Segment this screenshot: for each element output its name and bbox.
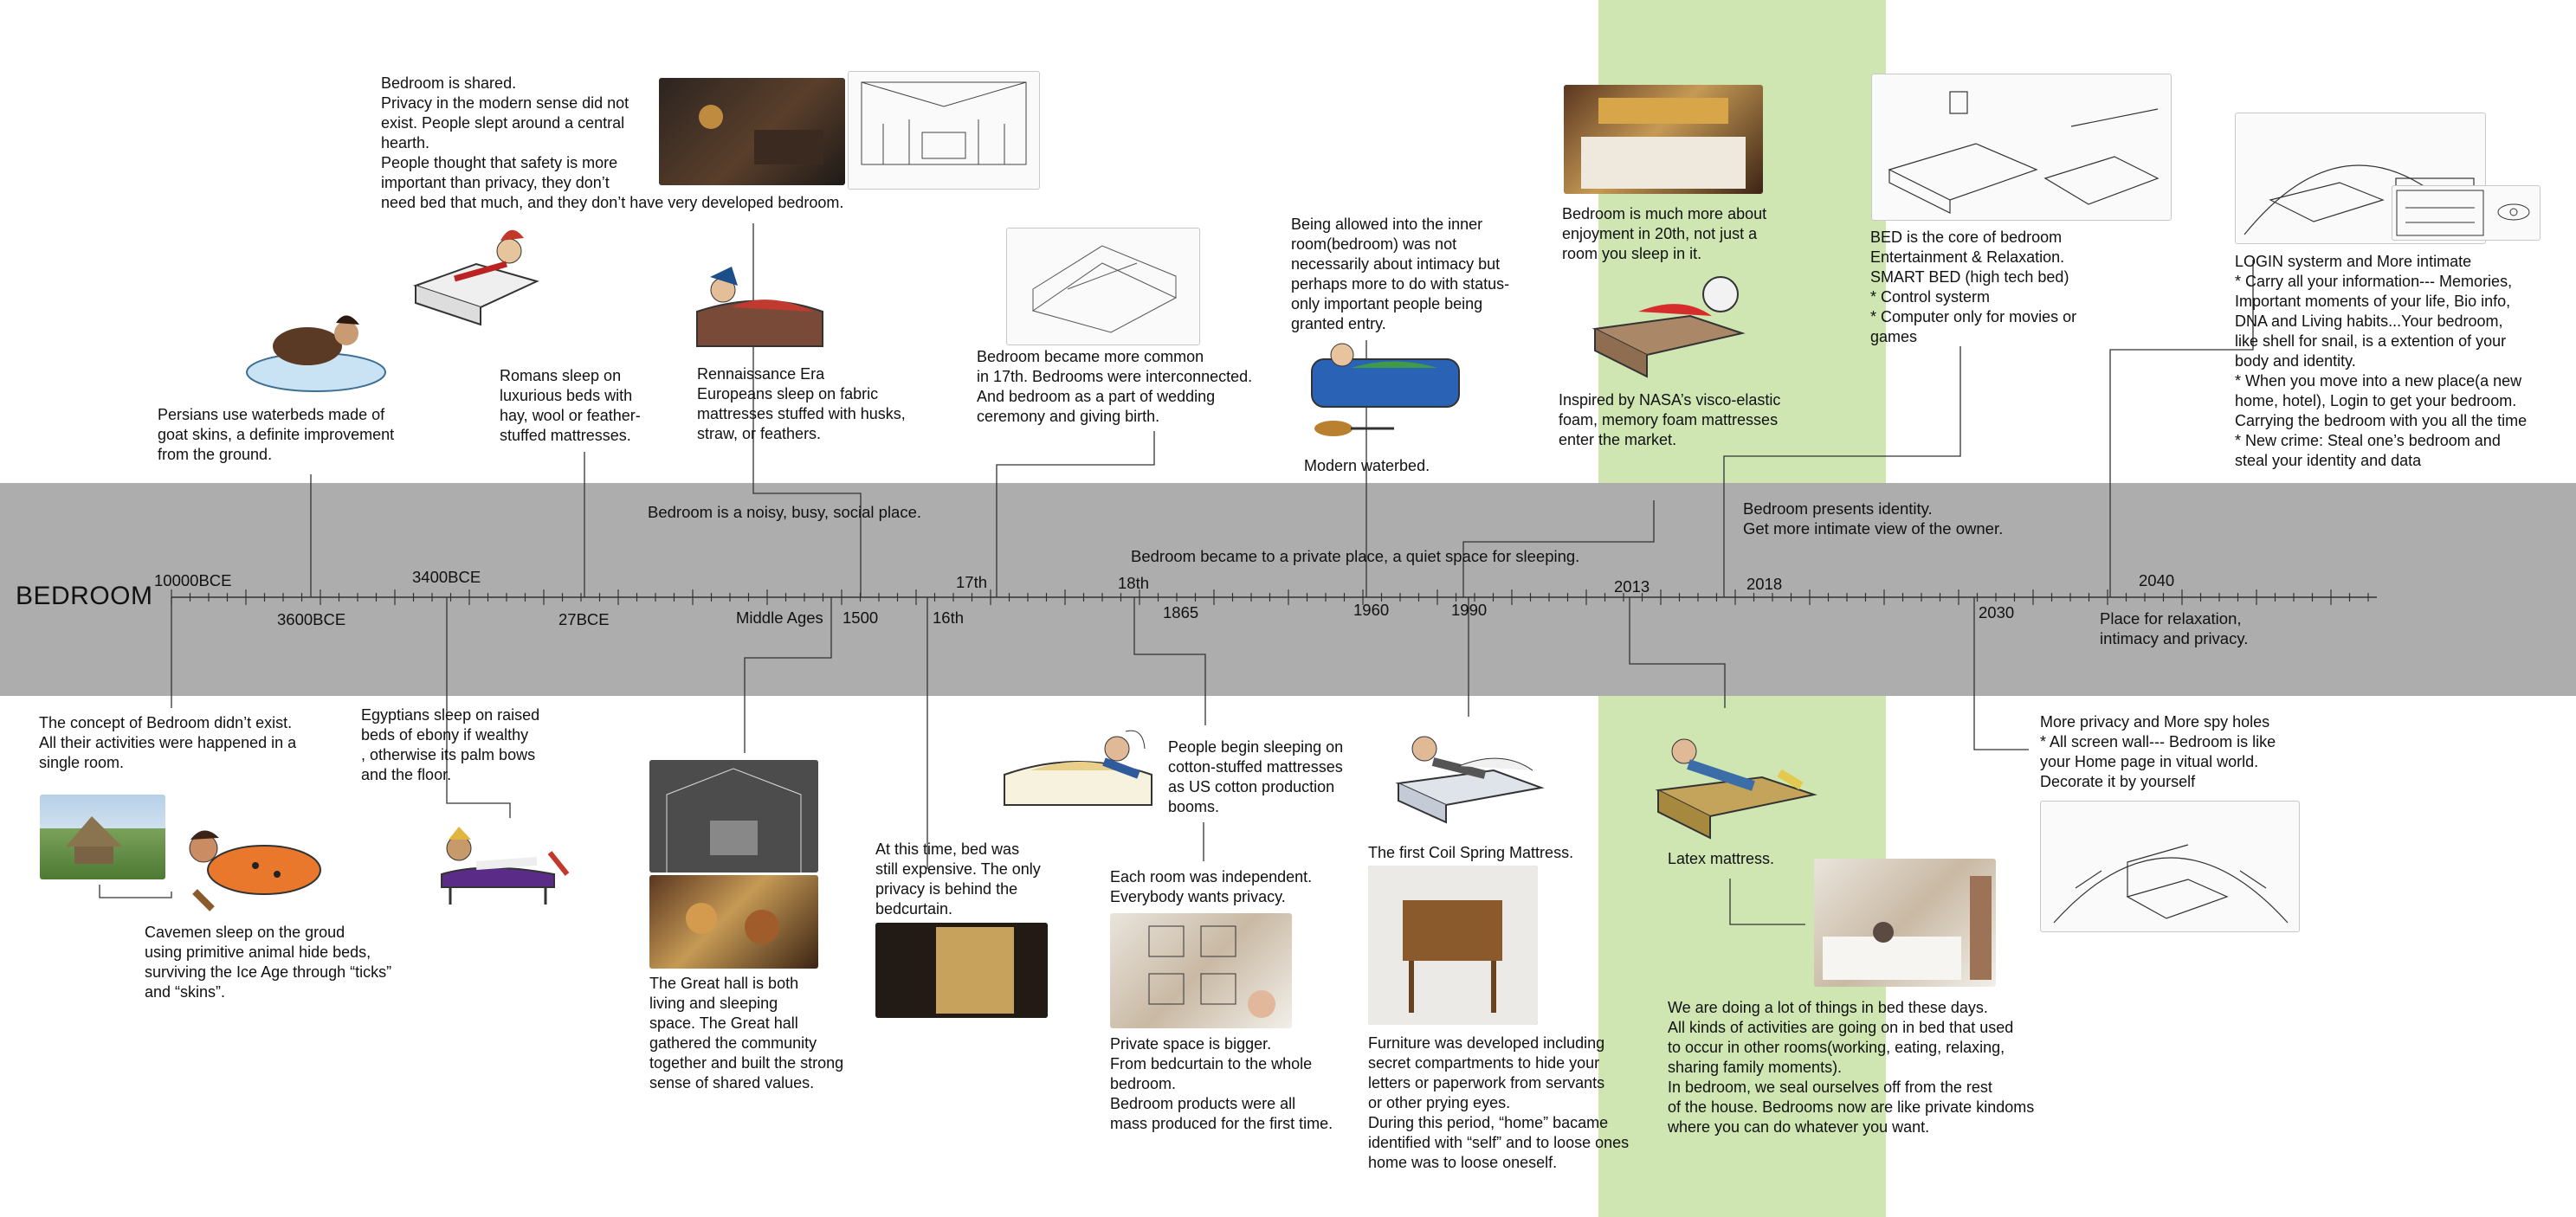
- note-independent: Each room was independent. Everybody wan…: [1110, 868, 1313, 905]
- note-great-hall: The Great hall is both living and sleepi…: [649, 975, 844, 1091]
- waterbed-icon: [1299, 333, 1476, 441]
- note-bedcurtain: At this time, bed was still expensive. T…: [875, 840, 1041, 918]
- great-hall-photo: [649, 760, 818, 873]
- seventeenth-century-house-sketch: [1006, 228, 1200, 345]
- egyptian-bed-icon: [433, 814, 576, 918]
- year-label-27bce: 27BCE: [558, 610, 610, 628]
- year-label-10000bce: 10000BCE: [154, 571, 232, 589]
- astronaut-memory-foam-icon: [1586, 268, 1751, 385]
- login-bedroom-sketch: [2235, 113, 2486, 244]
- note-in-bed: We are doing a lot of things in bed thes…: [1668, 999, 2035, 1136]
- year-label-16th: 16th: [933, 608, 965, 627]
- band-note-private: Bedroom became to a private place, a qui…: [1131, 547, 1580, 565]
- year-label-2040: 2040: [2139, 571, 2175, 589]
- timeline-title: BEDROOM: [16, 582, 153, 610]
- fingerprint-login-sketch: [2392, 185, 2540, 241]
- note-concept: The concept of Bedroom didn’t exist. All…: [39, 714, 297, 771]
- year-label-middle-ages: Middle Ages: [736, 608, 823, 627]
- note-cotton: People begin sleeping on cotton-stuffed …: [1168, 738, 1344, 815]
- note-romans: Romans sleep on luxurious beds with hay,…: [500, 367, 641, 444]
- smart-bed-sketch: [1871, 74, 2172, 221]
- note-smart-bed: BED is the core of bedroom Entertainment…: [1870, 229, 2077, 345]
- medieval-hall-engraving: [848, 71, 1040, 190]
- note-cavemen: Cavemen sleep on the groud using primiti…: [145, 924, 392, 1001]
- band-note-future: Place for relaxation, intimacy and priva…: [2100, 609, 2249, 647]
- year-label-2018: 2018: [1746, 575, 1783, 593]
- note-login: LOGIN systerm and More intimate * Carry …: [2235, 253, 2528, 469]
- year-label-1500: 1500: [843, 608, 879, 627]
- year-label-1865: 1865: [1163, 603, 1199, 621]
- band-note-noisy: Bedroom is a noisy, busy, social place.: [648, 503, 922, 521]
- note-furniture: Furniture was developed including secret…: [1368, 1034, 1630, 1171]
- caveman-icon: [178, 822, 333, 918]
- note-enjoyment: Bedroom is much more about enjoyment in …: [1562, 205, 1767, 262]
- modern-bedroom-photo: [1814, 859, 1996, 987]
- renaissance-bed-icon: [684, 251, 836, 359]
- note-latex: Latex mattress.: [1668, 850, 1775, 867]
- hotel-bed-photo: [1564, 85, 1763, 194]
- note-renaissance: Rennaissance Era Europeans sleep on fabr…: [697, 365, 906, 442]
- year-label-2030: 2030: [1979, 603, 2015, 621]
- great-hall-painting: [649, 875, 818, 969]
- note-inner-room: Being allowed into the inner room(bedroo…: [1291, 216, 1510, 332]
- latex-mattress-icon: [1650, 725, 1823, 847]
- year-label-3400bce: 3400BCE: [412, 568, 481, 586]
- connectors: [99, 223, 2254, 925]
- screen-wall-bedroom-sketch: [2040, 801, 2300, 932]
- candlelit-room-photo: [659, 78, 845, 185]
- note-private-space: Private space is bigger. From bedcurtain…: [1110, 1035, 1333, 1132]
- antique-desk-photo: [1368, 866, 1538, 1025]
- cotton-mattress-icon: [996, 714, 1160, 827]
- coil-spring-mattress-icon: [1390, 714, 1550, 831]
- band-note-identity: Bedroom presents identity. Get more inti…: [1743, 499, 2004, 538]
- note-waterbed: Modern waterbed.: [1304, 457, 1430, 474]
- year-label-2013: 2013: [1614, 577, 1650, 596]
- year-label-18th: 18th: [1118, 574, 1150, 592]
- bedcurtain-photo: [875, 923, 1048, 1018]
- year-label-1990: 1990: [1451, 601, 1488, 619]
- note-egyptians: Egyptians sleep on raised beds of ebony …: [361, 706, 540, 783]
- floor-plan-tablet-photo: [1110, 913, 1292, 1028]
- note-nasa: Inspired by NASA’s visco-elastic foam, m…: [1559, 391, 1781, 448]
- year-label-17th: 17th: [956, 573, 988, 591]
- note-seventeenth: Bedroom became more common in 17th. Bedr…: [977, 348, 1253, 425]
- roman-bed-icon: [407, 216, 550, 338]
- note-spy-holes: More privacy and More spy holes * All sc…: [2040, 713, 2276, 790]
- year-label-1960: 1960: [1353, 601, 1390, 619]
- note-shared: Bedroom is shared. Privacy in the modern…: [381, 74, 844, 211]
- thatched-hut-photo: [40, 795, 165, 879]
- note-coil: The first Coil Spring Mattress.: [1368, 844, 1574, 861]
- note-persians: Persians use waterbeds made of goat skin…: [158, 406, 395, 463]
- year-label-3600bce: 3600BCE: [277, 610, 346, 628]
- persian-waterbed-icon: [234, 299, 398, 398]
